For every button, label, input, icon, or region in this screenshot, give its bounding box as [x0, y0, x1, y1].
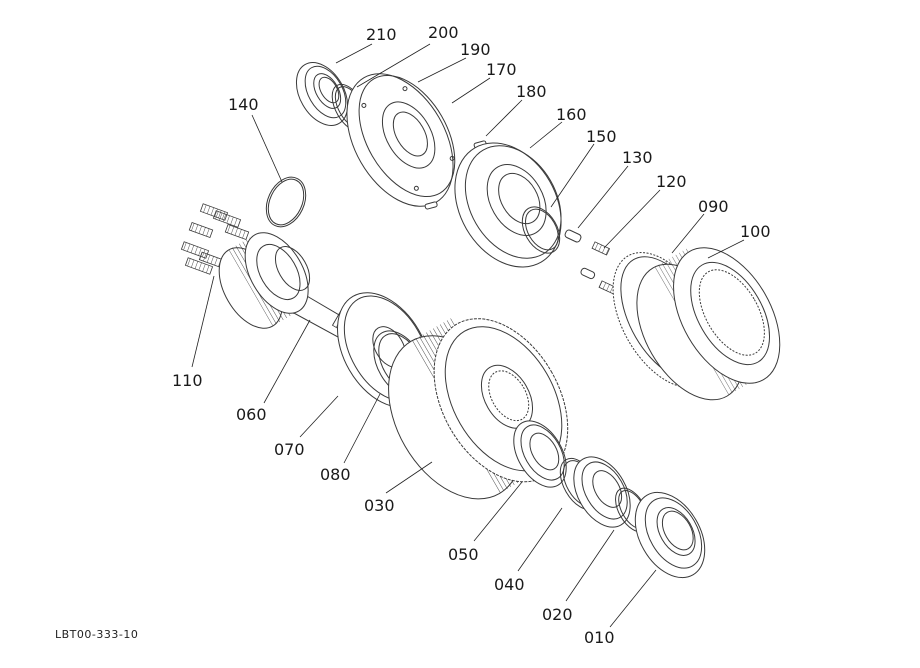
leader-lines: [191, 43, 745, 628]
label-160: 160: [556, 105, 587, 124]
label-070: 070: [274, 440, 305, 459]
part-140-o-ring: [265, 176, 307, 228]
label-170: 170: [486, 60, 517, 79]
part-110-bolts: [180, 203, 250, 275]
label-020: 020: [542, 605, 573, 624]
label-130: 130: [622, 148, 653, 167]
label-140: 140: [228, 95, 259, 114]
part-190-housing: [346, 73, 456, 207]
label-110: 110: [172, 371, 203, 390]
label-100: 100: [740, 222, 771, 241]
part-050-bearing: [513, 420, 567, 488]
label-210: 210: [366, 25, 397, 44]
label-150: 150: [586, 127, 617, 146]
label-050: 050: [448, 545, 479, 564]
part-010-seal: [634, 491, 706, 579]
label-180: 180: [516, 82, 547, 101]
label-060: 060: [236, 405, 267, 424]
part-100-clutch-drum: [636, 247, 781, 401]
label-030: 030: [364, 496, 395, 515]
label-010: 010: [584, 628, 615, 647]
label-080: 080: [320, 465, 351, 484]
part-020-bearing: [573, 456, 631, 528]
label-040: 040: [494, 575, 525, 594]
part-120-spring: [591, 241, 618, 295]
label-200: 200: [428, 23, 459, 42]
label-120: 120: [656, 172, 687, 191]
part-150-seal-ring: [521, 206, 561, 254]
part-160-piston: [454, 142, 562, 268]
label-090: 090: [698, 197, 729, 216]
part-130-pin: [564, 229, 596, 280]
label-190: 190: [460, 40, 491, 59]
drawing-code: LBT00-333-10: [55, 628, 139, 641]
